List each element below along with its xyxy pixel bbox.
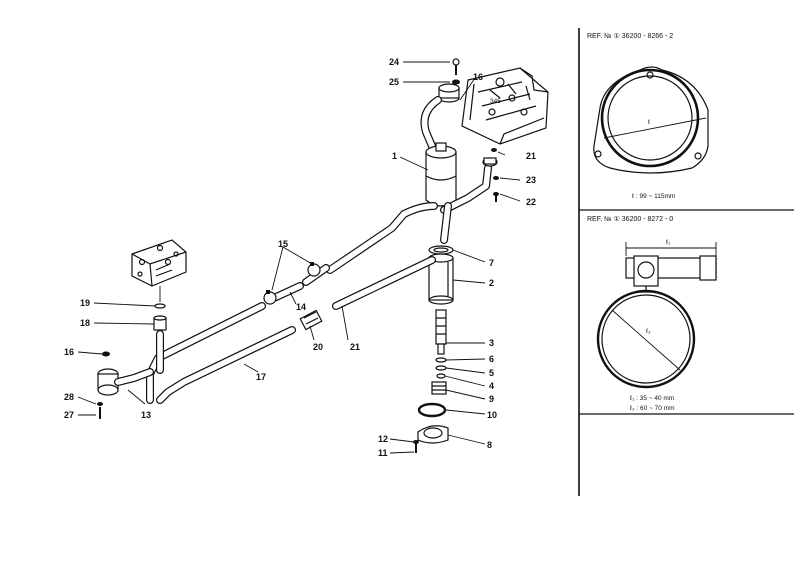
element-3 (435, 309, 447, 355)
callout-6: 6 (489, 354, 494, 364)
fitting-20 (299, 309, 323, 331)
callout-28: 28 (64, 392, 74, 402)
nut-16-left (102, 351, 110, 357)
engine-block: 345 (461, 67, 549, 145)
nut-26 (452, 79, 460, 85)
callout-5: 5 (489, 368, 494, 378)
callout-19: 19 (80, 298, 90, 308)
callout-26: 25 (389, 77, 399, 87)
detail-bottom-dim2-label: ℓ₂ (646, 328, 651, 335)
callout-12: 12 (378, 434, 388, 444)
bolt-27-28 (97, 402, 103, 419)
callout-15: 15 (278, 239, 288, 249)
gasket-7 (428, 245, 454, 255)
callout-16b: 16 (473, 72, 483, 82)
detail-top-dim-label: ℓ (648, 119, 651, 126)
callout-20: 20 (313, 342, 323, 352)
clamp-15b (307, 262, 321, 277)
callout-24: 23 (526, 175, 536, 185)
callout-18: 18 (80, 318, 90, 328)
bolt-25 (452, 58, 460, 75)
callout-10: 10 (487, 410, 497, 420)
detail-bottom-dim1-label: ℓ₁ (666, 239, 671, 246)
callout-4: 4 (489, 381, 494, 391)
callout-23: 22 (526, 197, 536, 207)
detail-bottom-ref: REF. № ① 36200 - 8272 - 0 (587, 215, 673, 223)
manifold-outlet (438, 83, 460, 103)
o-ring-10 (417, 402, 447, 418)
callout-27: 27 (64, 410, 74, 420)
detail-top: REF. № ① 36200 - 8266 - 2 ℓ ℓ : 99 ~ 115… (587, 32, 709, 200)
spring-9 (431, 381, 447, 395)
callout-14: 14 (296, 302, 306, 312)
muffler (425, 142, 457, 207)
callout-8: 8 (487, 440, 492, 450)
callout-7: 7 (489, 258, 494, 268)
clamp-15a (263, 290, 277, 305)
callout-9: 9 (489, 394, 494, 404)
callout-17: 17 (256, 372, 266, 382)
clip-22 (491, 148, 497, 152)
detail-bottom-spec1: ℓ₁ : 35 ~ 40 mm (630, 395, 674, 402)
flange-13 (97, 368, 154, 396)
callout-13: 13 (141, 410, 151, 420)
leader-lines (77, 61, 521, 454)
union-18 (153, 315, 167, 331)
callout-11: 11 (378, 448, 388, 458)
washer-6 (435, 357, 447, 363)
detail-bottom: REF. № ① 36200 - 8272 - 0 ℓ₁ ℓ₂ ℓ₁ : 35 … (587, 215, 717, 412)
washer-5 (435, 365, 447, 371)
washer-24 (493, 176, 499, 180)
callout-16a: 16 (64, 347, 74, 357)
adapter-19 (154, 286, 166, 309)
detail-bottom-spec2: ℓ₂ : 60 ~ 70 mm (630, 405, 675, 412)
nut-4 (436, 373, 446, 379)
bolt-11-12 (413, 440, 419, 453)
callout-1: 1 (392, 151, 397, 161)
callout-labels: 24 25 16 1 21 23 22 7 2 3 6 5 4 9 10 8 1… (64, 57, 536, 458)
callout-2: 2 (489, 278, 494, 288)
callout-25: 24 (389, 57, 399, 67)
callout-3: 3 (489, 338, 494, 348)
detail-panel (578, 28, 794, 496)
cover-8 (417, 425, 449, 444)
detail-top-ref: REF. № ① 36200 - 8266 - 2 (587, 32, 673, 40)
detail-top-spec: ℓ : 99 ~ 115mm (632, 193, 675, 200)
valve-block (131, 239, 187, 287)
callout-21: 21 (350, 342, 360, 352)
bolt-23 (493, 192, 499, 202)
engine-tag: 345 (490, 98, 501, 105)
callout-22: 21 (526, 151, 536, 161)
